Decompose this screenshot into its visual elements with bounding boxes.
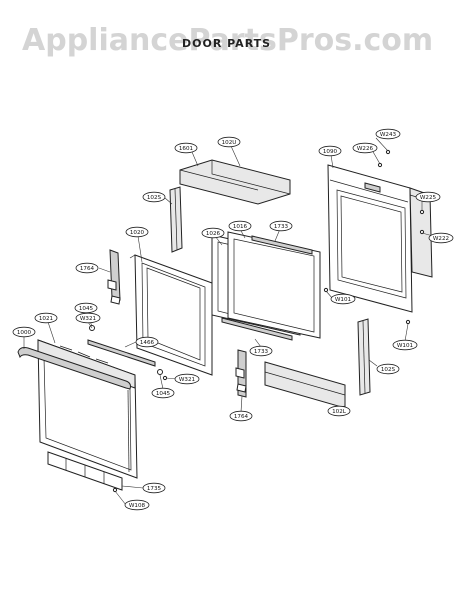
svg-text:W222: W222 <box>433 236 449 242</box>
svg-text:W101: W101 <box>335 297 352 303</box>
label-1021: 1021 <box>34 312 58 324</box>
label-1466: 1466 <box>135 336 159 348</box>
svg-text:102U: 102U <box>222 140 237 146</box>
svg-text:1764: 1764 <box>234 414 249 420</box>
part-1090-rear-frame <box>327 164 433 313</box>
label-1026: 1026 <box>201 227 225 239</box>
part-102s-right-side-trim <box>357 318 371 396</box>
svg-text:1021: 1021 <box>39 316 54 322</box>
label-w321-bottom: W321 <box>174 373 200 385</box>
part-1733-gasket-bottom <box>221 317 293 341</box>
part-1733-gasket-top <box>251 235 313 255</box>
label-102s-right: 102S <box>376 363 400 375</box>
svg-text:102L: 102L <box>332 409 347 415</box>
watermark-text: AppliancePartsPros.com <box>22 23 433 58</box>
label-1090: 1090 <box>318 145 342 157</box>
label-1764-right: 1764 <box>229 410 253 422</box>
svg-text:102S: 102S <box>147 195 162 201</box>
label-1733-bottom: 1733 <box>249 345 273 357</box>
label-1764-left: 1764 <box>75 262 99 274</box>
svg-text:1090: 1090 <box>323 149 338 155</box>
svg-text:1601: 1601 <box>179 146 194 152</box>
diagram-title: DOOR PARTS <box>182 37 271 50</box>
svg-text:1016: 1016 <box>233 224 248 230</box>
svg-text:W321: W321 <box>179 377 196 383</box>
label-w222: W222 <box>428 232 454 244</box>
svg-text:1466: 1466 <box>140 340 155 346</box>
svg-text:1045: 1045 <box>79 306 94 312</box>
label-1016: 1016 <box>228 220 252 232</box>
label-1735: 1735 <box>142 482 166 494</box>
label-w108: W108 <box>124 499 150 511</box>
svg-text:W225: W225 <box>420 195 437 201</box>
label-1601: 1601 <box>174 142 198 154</box>
label-1020: 1020 <box>125 226 149 238</box>
part-102s-left-side-trim <box>169 186 183 253</box>
label-102l: 102L <box>327 405 351 417</box>
label-w226: W226 <box>352 142 378 154</box>
part-labels: 1601 102U 1090 W243 W226 W225 W222 102S <box>12 128 454 511</box>
part-102l-bottom-trim <box>264 361 346 409</box>
svg-text:W243: W243 <box>380 132 397 138</box>
part-1764-hinge-left <box>107 249 121 305</box>
label-w101-bottom: W101 <box>392 339 418 351</box>
part-1045-fastener-bottom <box>157 369 163 375</box>
label-1045-bottom: 1045 <box>151 387 175 399</box>
label-w243: W243 <box>375 128 401 140</box>
part-1466-bracket <box>87 339 156 367</box>
screw-icons <box>112 149 425 493</box>
svg-text:1026: 1026 <box>206 231 221 237</box>
part-1735-vent-strip <box>47 451 123 491</box>
svg-text:1000: 1000 <box>17 330 32 336</box>
svg-text:1735: 1735 <box>147 486 162 492</box>
svg-text:W321: W321 <box>80 316 97 322</box>
svg-text:W108: W108 <box>129 503 146 509</box>
svg-text:1733: 1733 <box>274 224 289 230</box>
part-1020-inner-frame <box>129 254 213 376</box>
label-1733-top: 1733 <box>269 220 293 232</box>
svg-text:W226: W226 <box>357 146 374 152</box>
leader-lines <box>23 137 434 506</box>
part-102u-top-trim <box>179 159 291 205</box>
label-w101-top: W101 <box>330 293 356 305</box>
svg-text:1733: 1733 <box>254 349 269 355</box>
part-1764-hinge-right <box>235 349 247 398</box>
part-1000-door-handle <box>17 347 131 390</box>
label-w225: W225 <box>415 191 441 203</box>
svg-text:102S: 102S <box>381 367 396 373</box>
svg-text:1020: 1020 <box>130 230 145 236</box>
label-1045-top: 1045 <box>74 302 98 314</box>
svg-text:1764: 1764 <box>80 266 95 272</box>
label-102u: 102U <box>217 136 241 148</box>
label-1000: 1000 <box>12 326 36 338</box>
svg-text:1045: 1045 <box>156 391 171 397</box>
label-102s-left: 102S <box>142 191 166 203</box>
svg-text:W101: W101 <box>397 343 414 349</box>
label-w321-top: W321 <box>75 312 101 324</box>
